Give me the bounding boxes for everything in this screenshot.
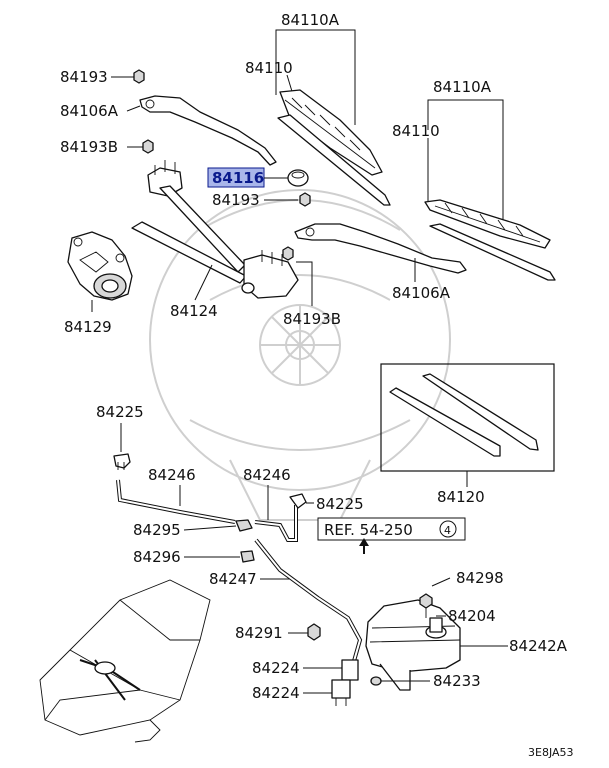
label-84298: 84298 xyxy=(456,569,504,587)
nut-84193B-bottom xyxy=(282,246,294,261)
label-84295: 84295 xyxy=(133,521,181,539)
label-84193B-top: 84193B xyxy=(60,138,118,156)
callout-84110A-left: 84110A xyxy=(275,11,356,125)
ref-number: 4 xyxy=(444,524,451,537)
nut-84193-top xyxy=(133,69,145,84)
label-84106A-left: 84106A xyxy=(60,102,119,120)
nut-84193B-top xyxy=(142,139,154,154)
seal-84233 xyxy=(370,676,382,686)
ref-text: REF. 54-250 xyxy=(324,521,413,539)
washer-nozzle-84225-left xyxy=(113,453,131,470)
label-84225-top: 84225 xyxy=(96,403,144,421)
washer-hose-84246-left xyxy=(116,479,236,524)
leader-84124 xyxy=(194,264,213,301)
label-84193-mid: 84193 xyxy=(212,191,260,209)
label-84110-right: 84110 xyxy=(392,122,440,140)
leader-84295 xyxy=(183,525,237,531)
wiper-arm-right xyxy=(294,223,467,274)
wiper-motor-84129 xyxy=(67,231,133,301)
hose-clip-84296 xyxy=(240,550,255,563)
hose-joint-84295 xyxy=(235,519,253,532)
wiper-arm-left xyxy=(139,95,277,166)
washer-reservoir-84242A xyxy=(365,599,461,691)
wiper-linkage-84124 xyxy=(131,160,299,299)
label-84224-top: 84224 xyxy=(252,659,300,677)
label-84233: 84233 xyxy=(433,672,481,690)
label-84110A-left: 84110A xyxy=(281,11,340,29)
label-84193-top: 84193 xyxy=(60,68,108,86)
label-84246-left: 84246 xyxy=(148,466,196,484)
leader-84193B-bottom xyxy=(296,261,313,306)
nut-84193-mid xyxy=(299,192,311,207)
label-84224-bottom: 84224 xyxy=(252,684,300,702)
label-84193B-bottom: 84193B xyxy=(283,310,341,328)
label-84291: 84291 xyxy=(235,624,283,642)
washer-hose-84246-right xyxy=(254,505,297,541)
callout-84110A-right: 84110A xyxy=(427,78,504,225)
label-84129: 84129 xyxy=(64,318,112,336)
wiper-blade-left xyxy=(277,89,391,206)
blade-insert-box-84120 xyxy=(380,363,555,472)
washer-nozzle-84225-right xyxy=(289,493,307,509)
vehicle-location-sketch xyxy=(39,579,211,743)
washer-pump-84224 xyxy=(331,659,359,706)
label-84246-right: 84246 xyxy=(243,466,291,484)
diagram-code: 3E8JA53 xyxy=(528,746,574,759)
leader-84106A-left xyxy=(126,105,141,112)
label-84110-left: 84110 xyxy=(245,59,293,77)
label-84296: 84296 xyxy=(133,548,181,566)
ref-callout: REF. 54-250 4 xyxy=(317,517,466,554)
label-84225-right: 84225 xyxy=(316,495,364,513)
wiper-blade-right xyxy=(424,199,556,281)
callout-84116-highlighted: 84116 xyxy=(207,167,309,188)
label-84124: 84124 xyxy=(170,302,218,320)
label-84242A: 84242A xyxy=(509,637,568,655)
bolt-84298 xyxy=(419,593,433,618)
label-84110A-right: 84110A xyxy=(433,78,492,96)
label-84204: 84204 xyxy=(448,607,496,625)
leader-84298 xyxy=(431,577,451,587)
label-84116: 84116 xyxy=(212,169,264,187)
label-84247: 84247 xyxy=(209,570,257,588)
label-84106A-right: 84106A xyxy=(392,284,451,302)
label-84120: 84120 xyxy=(437,488,485,506)
grommet-84291 xyxy=(307,623,321,641)
washer-hose-84247 xyxy=(255,539,362,669)
